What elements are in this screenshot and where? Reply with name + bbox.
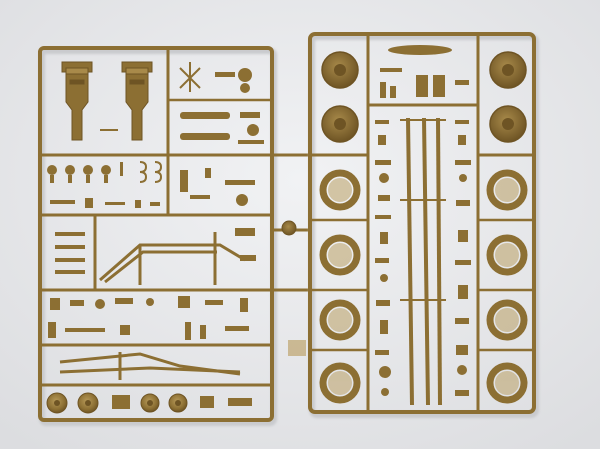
center-hub-part [281,220,297,236]
tyres-right-column [486,169,528,404]
chassis-rails [406,117,442,406]
right-sprue-parts [319,45,528,406]
brake-discs [321,51,527,143]
left-sprue-frame [38,46,312,426]
tyres-left-column [319,169,361,404]
left-sprue-parts [46,61,264,414]
small-wheels-row [46,392,252,414]
right-sprue-frame [308,32,539,418]
loose-tag [288,340,306,356]
